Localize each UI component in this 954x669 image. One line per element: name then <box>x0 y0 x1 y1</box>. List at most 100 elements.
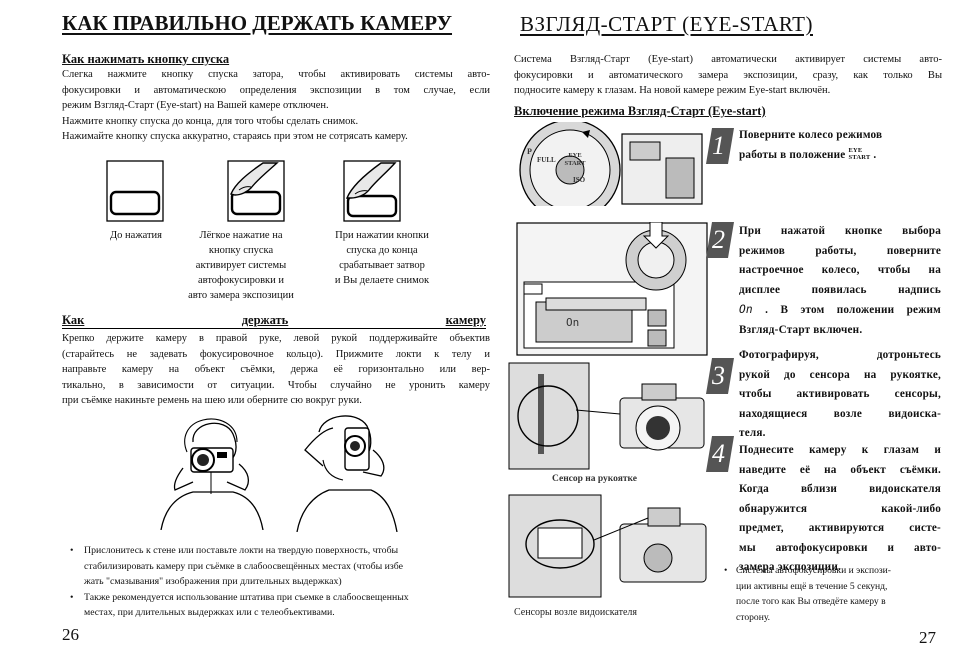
hold-line: тикально, в зависимости от ситуации. Что… <box>62 379 490 391</box>
step-1-text: Поверните колесо режимов работы в положе… <box>739 126 937 165</box>
step-number: 4 <box>712 439 725 468</box>
step-line: мы автофокусировки и авто- <box>739 541 941 554</box>
tip-line: Прислонитесь к стене или поставьте локти… <box>84 545 399 556</box>
step-line: находящиеся возле видоиска- <box>739 407 941 420</box>
step-number: 1 <box>712 131 725 160</box>
step-line: чтобы активировать сенсоры, <box>739 388 941 400</box>
note-line: Системы автофокусировки и экспози- <box>736 565 891 576</box>
caption-full-press: При нажатии кнопки спуска до конца сраба… <box>314 228 450 288</box>
tip-line: стабилизировать камеру при съёмке в слаб… <box>84 560 403 572</box>
step-line: Поднесите камеру к глазам и <box>739 444 941 456</box>
step-line: On . В этом положении режим <box>739 300 941 321</box>
caption-line: При нажатии кнопки <box>335 230 429 241</box>
step-2-text: При нажатой кнопке выбора режимов работы… <box>739 222 941 340</box>
step-number: 3 <box>712 361 725 390</box>
press-line: фокусировки и автоматическою определения… <box>62 84 490 96</box>
step-line: Поверните колесо режимов <box>739 129 883 141</box>
dial-label: EYE START <box>564 152 586 167</box>
caption-line: До нажатия <box>110 230 162 241</box>
step-line: Когда вблизи видоискателя <box>739 483 941 495</box>
press-line: Нажмите кнопку спуска до конца, для того… <box>62 115 359 127</box>
intro-line: Система Взгляд-Старт (Eye-start) автомат… <box>514 54 942 65</box>
dial-label: ISO <box>573 176 586 184</box>
caption-line: спуска до конца <box>346 245 418 256</box>
step-number-badge: 3 <box>706 358 734 394</box>
dial-label: FULL <box>537 156 556 164</box>
vertical-hold-illustration <box>293 410 399 532</box>
eye-start-note: • Системы автофокусировки и экспози- ции… <box>724 563 940 625</box>
step-line-text: . В этом положении режим <box>752 304 941 316</box>
heading-underline <box>62 328 486 329</box>
tip-line: местах, при длительных выдержках или с т… <box>84 607 335 618</box>
heading-word: держать <box>241 313 289 327</box>
eye-start-mark-line: START <box>848 153 871 161</box>
hold-line: Крепко держите камеру в правой руке, лев… <box>62 333 490 344</box>
full-press-illustration <box>343 160 401 222</box>
eye-start-mark-line: EYE <box>848 147 863 155</box>
half-press-illustration <box>227 160 285 222</box>
step-line: работы в положение EYE START . <box>739 147 877 161</box>
tip-line: Также рекомендуется использование штатив… <box>84 591 409 603</box>
step-line: наведите её на объект съёмки. <box>739 463 941 476</box>
viewfinder-sensor-illustration <box>508 494 710 604</box>
step-line-text: работы в положение <box>739 148 846 161</box>
note-line: после того как Вы отведёте камеру в <box>736 596 886 607</box>
press-paragraph: Слегка нажмите кнопку спуска затора, что… <box>62 67 490 145</box>
caption-line: кнопку спуска <box>208 245 274 256</box>
press-line: режим Взгляд-Старт (Eye-start) на Вашей … <box>62 100 329 112</box>
shutter-button-illustration <box>106 160 164 222</box>
step-line: Взгляд-Старт включен. <box>739 323 863 336</box>
heading-word: Как <box>62 313 85 327</box>
step-line: При нажатой кнопке выбора <box>739 225 941 237</box>
eye-start-intro: Система Взгляд-Старт (Eye-start) автомат… <box>514 52 942 99</box>
hold-line: (старайтесь не задевать фокусировочное к… <box>62 348 490 360</box>
note-line: сторону. <box>736 611 771 623</box>
tip-item: • Также рекомендуется использование штат… <box>70 590 500 621</box>
intro-line: фокусировки и автоматического замера экс… <box>514 69 942 81</box>
step-number-badge: 2 <box>706 222 734 258</box>
hold-line: при съёмке накиньте ремень на шею или об… <box>62 395 362 407</box>
bullet-icon: • <box>70 591 74 603</box>
step-line: обнаружится какой-либо <box>739 502 941 515</box>
grip-sensor-label: Сенсор на рукоятке <box>552 474 637 484</box>
note-item: • Системы автофокусировки и экспози- ции… <box>724 563 940 625</box>
step-line: дисплее появилась надпись <box>739 283 941 296</box>
step-line: рукой до сенсора на рукоятке, <box>739 368 941 381</box>
eye-start-mark: EYE START <box>848 148 870 161</box>
mode-dial-illustration <box>510 122 706 206</box>
press-line: Нажимайте кнопку спуска аккуратно, стара… <box>62 131 408 143</box>
grip-sensor-illustration <box>508 362 710 472</box>
caption-line: Лёгкое нажатие на <box>199 230 283 241</box>
step-line: замера экспозиции. <box>739 561 841 573</box>
step-number: 2 <box>712 225 725 254</box>
step-line: предмет, активируются систе- <box>739 522 941 534</box>
caption-line: авто замера экспозиции <box>188 290 294 301</box>
step-line: настроечное колесо, чтобы на <box>739 264 941 276</box>
tip-line: жать "смазывания" изображения при длител… <box>84 576 342 587</box>
horizontal-hold-illustration <box>153 412 271 530</box>
caption-before-press: До нажатия <box>86 228 186 243</box>
right-page-title: ВЗГЛЯД-СТАРТ (EYE-START) <box>520 12 813 36</box>
page-number-right: 27 <box>919 628 936 647</box>
step-4-text: Поднесите камеру к глазам и наведите её … <box>739 441 941 578</box>
heading-word: камеру <box>445 313 486 327</box>
page-number-left: 26 <box>62 625 79 644</box>
step-number-badge: 4 <box>706 436 734 472</box>
hold-line: направьте камеру на объект съёмки, держа… <box>62 364 490 376</box>
caption-line: срабатывает затвор <box>339 260 425 271</box>
step-3-text: Фотографируя, дотроньтесь рукой до сенсо… <box>739 346 941 444</box>
bullet-icon: • <box>724 565 728 576</box>
caption-line: активирует системы <box>195 260 287 271</box>
press-section-heading: Как нажимать кнопку спуска <box>62 52 230 66</box>
dial-label: P <box>527 147 532 156</box>
intro-line: подносите камеру к глазам. На новой каме… <box>514 85 831 97</box>
bullet-icon: • <box>70 545 74 556</box>
step-line: режимов работы, поверните <box>739 244 941 257</box>
note-line: ции активны ещё в течение 5 секунд, <box>736 580 888 592</box>
lcd-panel-illustration <box>516 222 708 356</box>
left-page-title: КАК ПРАВИЛЬНО ДЕРЖАТЬ КАМЕРУ <box>62 11 453 35</box>
hold-section-heading: Как держать камеру <box>62 313 486 328</box>
tip-item: • Прислонитесь к стене или поставьте лок… <box>70 543 500 590</box>
caption-half-press: Лёгкое нажатие на кнопку спуска активиру… <box>176 228 306 303</box>
step-line: Фотографируя, дотроньтесь <box>739 349 941 361</box>
